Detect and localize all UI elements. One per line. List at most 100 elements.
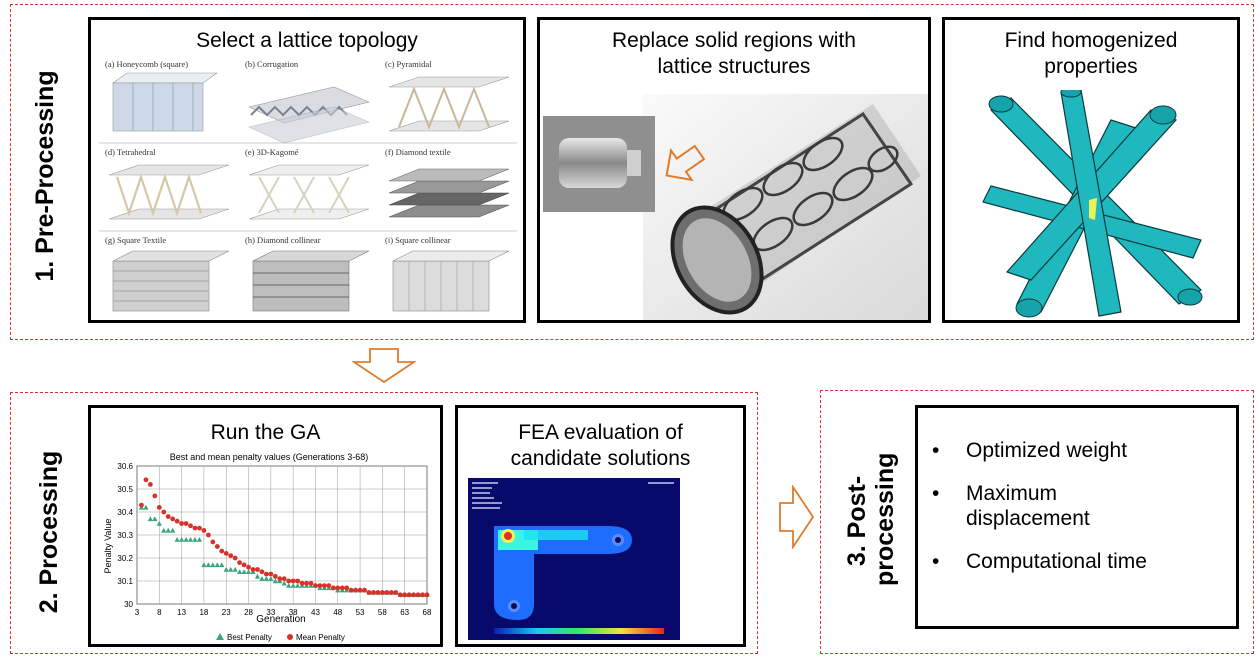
mean-penalty-point — [397, 592, 403, 598]
mean-penalty-point — [402, 592, 408, 598]
fea-title-line2: candidate solutions — [510, 447, 691, 470]
mean-penalty-point — [192, 525, 198, 531]
best-penalty-point — [241, 569, 247, 574]
mean-penalty-point — [326, 583, 332, 588]
mean-penalty-point — [362, 587, 367, 593]
processing-label: 2. Processing — [35, 450, 63, 614]
mean-penalty-point — [415, 592, 421, 598]
post-processing-label: 3. Post- processing — [843, 453, 899, 586]
mean-penalty-point — [165, 514, 171, 519]
homogenized-title-line1: Find homogenized — [1004, 29, 1178, 52]
best-penalty-point — [165, 527, 171, 533]
mean-penalty-point — [241, 562, 247, 568]
mean-penalty-point — [201, 528, 207, 533]
mean-penalty-point — [223, 551, 229, 556]
mean-penalty-point — [371, 590, 376, 595]
bullet-text-weight: Optimized weight — [966, 439, 1128, 462]
mean-penalty-point — [174, 518, 180, 524]
mean-penalty-point — [250, 567, 256, 572]
best-penalty-point — [161, 527, 167, 533]
lattice-cell-i: (i) Square collinear — [385, 235, 510, 312]
mean-penalty-point — [214, 544, 220, 549]
x-tick-label: 3 — [135, 608, 140, 617]
x-tick-label: 68 — [423, 608, 432, 617]
y-tick-label: 30.6 — [117, 462, 133, 471]
list-item: •Maximum displacement — [932, 481, 1136, 531]
y-tick-label: 30.4 — [117, 508, 133, 517]
best-penalty-point — [219, 562, 225, 568]
mean-penalty-point — [353, 587, 359, 593]
lattice-grid-image: (a) Honeycomb (square) (b) Corrugation (… — [99, 59, 517, 312]
post-processing-region — [820, 390, 1254, 654]
best-penalty-point — [263, 576, 269, 581]
lattice-cell-label-f: (f) Diamond textile — [385, 147, 451, 157]
mean-penalty-point — [330, 585, 336, 591]
mean-penalty-point — [259, 569, 265, 575]
best-penalty-point — [232, 566, 238, 572]
best-penalty-point — [143, 504, 149, 510]
replace-solid-title-line2: lattice structures — [657, 55, 811, 78]
best-penalty-point — [290, 583, 296, 588]
mean-penalty-point — [188, 523, 193, 529]
lattice-cell-f: (f) Diamond textile — [385, 147, 510, 218]
x-tick-label: 63 — [400, 608, 409, 617]
mean-penalty-point — [424, 592, 430, 598]
mean-penalty-point — [246, 564, 251, 570]
mean-penalty-point — [344, 585, 350, 591]
x-tick-label: 33 — [266, 608, 275, 617]
chart-legend: Best Penalty Mean Penalty — [216, 633, 345, 642]
x-tick-label: 23 — [222, 608, 231, 617]
mean-penalty-point — [139, 502, 144, 508]
y-tick-label: 30.1 — [117, 577, 133, 586]
homogenized-panel: Find homogenized properties — [942, 17, 1240, 323]
bullet-icon: • — [932, 439, 940, 462]
mean-penalty-point — [219, 548, 225, 554]
lattice-cell-label-i: (i) Square collinear — [385, 235, 451, 245]
transform-arrow-icon — [665, 144, 706, 182]
post-results-panel: •Optimized weight •Maximum displacement … — [915, 405, 1239, 629]
lattice-cell-b: (b) Corrugation — [245, 59, 370, 144]
mean-penalty-point — [321, 583, 327, 588]
best-penalty-point — [295, 583, 301, 588]
lattice-cell-label-d: (d) Tetrahedral — [105, 147, 156, 157]
mean-penalty-point — [357, 587, 363, 593]
y-tick-label: 30.2 — [117, 554, 133, 563]
list-item: • Optimized weight — [932, 438, 1147, 463]
lattice-cell-a: (a) Honeycomb (square) — [105, 59, 218, 132]
x-tick-label: 28 — [244, 608, 253, 617]
x-tick-label: 43 — [311, 608, 320, 617]
lattice-cell-c: (c) Pyramidal — [385, 59, 510, 132]
mean-penalty-point — [281, 576, 287, 582]
pre-processing-label: 1. Pre-Processing — [31, 70, 59, 282]
mean-penalty-point — [277, 576, 283, 582]
ga-chart: Best and mean penalty values (Generation… — [103, 452, 432, 642]
lattice-cell-label-h: (h) Diamond collinear — [245, 235, 321, 245]
best-penalty-point — [192, 537, 198, 542]
best-penalty-point — [272, 578, 278, 584]
best-penalty-point — [228, 566, 234, 572]
mean-penalty-point — [255, 567, 260, 572]
best-penalty-point — [170, 527, 176, 533]
post-processing-label-line1: 3. Post- — [843, 475, 871, 567]
best-penalty-point — [223, 566, 229, 572]
x-tick-label: 58 — [378, 608, 387, 617]
lattice-cell-label-c: (c) Pyramidal — [385, 59, 432, 69]
ga-title: Run the GA — [210, 421, 321, 444]
lattice-cell-e: (e) 3D-Kagomé — [245, 147, 370, 220]
best-penalty-point — [210, 562, 216, 568]
best-penalty-point — [205, 562, 211, 568]
replace-solid-panel: Replace solid regions with lattice struc… — [537, 17, 931, 323]
mean-penalty-point — [170, 516, 176, 522]
best-penalty-point — [156, 520, 162, 526]
x-tick-label: 8 — [157, 608, 162, 617]
down-arrow-icon — [352, 348, 416, 384]
mean-penalty-point — [205, 532, 211, 538]
best-penalty-point — [286, 583, 292, 588]
mean-penalty-point — [197, 525, 202, 531]
mean-penalty-point — [366, 590, 372, 595]
mean-penalty-point — [290, 578, 296, 584]
fea-result-image — [468, 478, 680, 640]
mean-penalty-point — [308, 580, 314, 586]
best-penalty-point — [152, 516, 158, 522]
best-penalty-point — [201, 562, 207, 568]
